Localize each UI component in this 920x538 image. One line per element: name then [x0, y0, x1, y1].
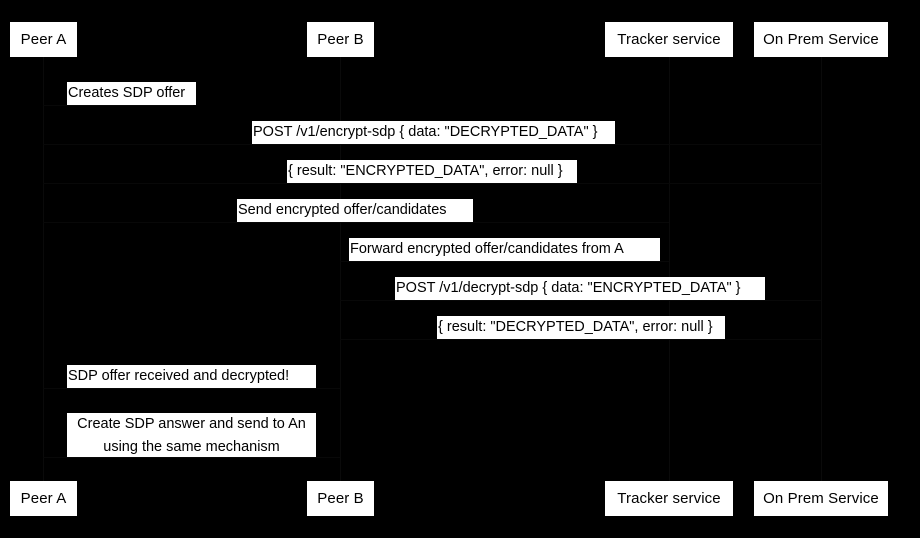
message-line-4 [43, 222, 669, 223]
participant-header-tracker-service[interactable]: Tracker service [605, 22, 733, 57]
message-line-6 [340, 300, 821, 301]
message-label-forward-encrypted-offer: Forward encrypted offer/candidates from … [349, 238, 660, 261]
message-line-9 [43, 457, 340, 458]
participant-header-peer-a[interactable]: Peer A [10, 22, 77, 57]
participant-header-on-prem-service[interactable]: On Prem Service [754, 22, 888, 57]
message-label-result-encrypted-data: { result: "ENCRYPTED_DATA", error: null … [287, 160, 577, 183]
message-line-8 [43, 388, 340, 389]
message-line-1 [43, 105, 193, 106]
message-label-post-encrypt-sdp: POST /v1/encrypt-sdp { data: "DECRYPTED_… [252, 121, 615, 144]
participant-footer-peer-b[interactable]: Peer B [307, 481, 374, 516]
message-label-create-sdp-answer-line-1: Create SDP answer and send to An [77, 416, 306, 432]
lifeline-peer-a [43, 57, 44, 481]
message-label-send-encrypted-offer: Send encrypted offer/candidates [237, 199, 473, 222]
message-label-post-decrypt-sdp: POST /v1/decrypt-sdp { data: "ENCRYPTED_… [395, 277, 765, 300]
participant-footer-on-prem-service[interactable]: On Prem Service [754, 481, 888, 516]
message-line-2 [43, 144, 821, 145]
participant-header-peer-b[interactable]: Peer B [307, 22, 374, 57]
message-line-3 [43, 183, 821, 184]
participant-footer-peer-a[interactable]: Peer A [10, 481, 77, 516]
lifeline-tracker [669, 57, 670, 481]
message-label-create-sdp-answer-line-2: using the same mechanism [103, 439, 280, 455]
message-label-create-sdp-answer: Create SDP answer and send to An using th… [67, 413, 316, 457]
message-label-result-decrypted-data: { result: "DECRYPTED_DATA", error: null … [437, 316, 725, 339]
message-line-5 [340, 261, 669, 262]
message-label-sdp-offer-received: SDP offer received and decrypted! [67, 365, 316, 388]
lifeline-peer-b [340, 57, 341, 481]
message-label-creates-sdp-offer: Creates SDP offer [67, 82, 196, 105]
participant-footer-tracker-service[interactable]: Tracker service [605, 481, 733, 516]
lifeline-on-prem [821, 57, 822, 481]
message-line-7 [340, 339, 821, 340]
